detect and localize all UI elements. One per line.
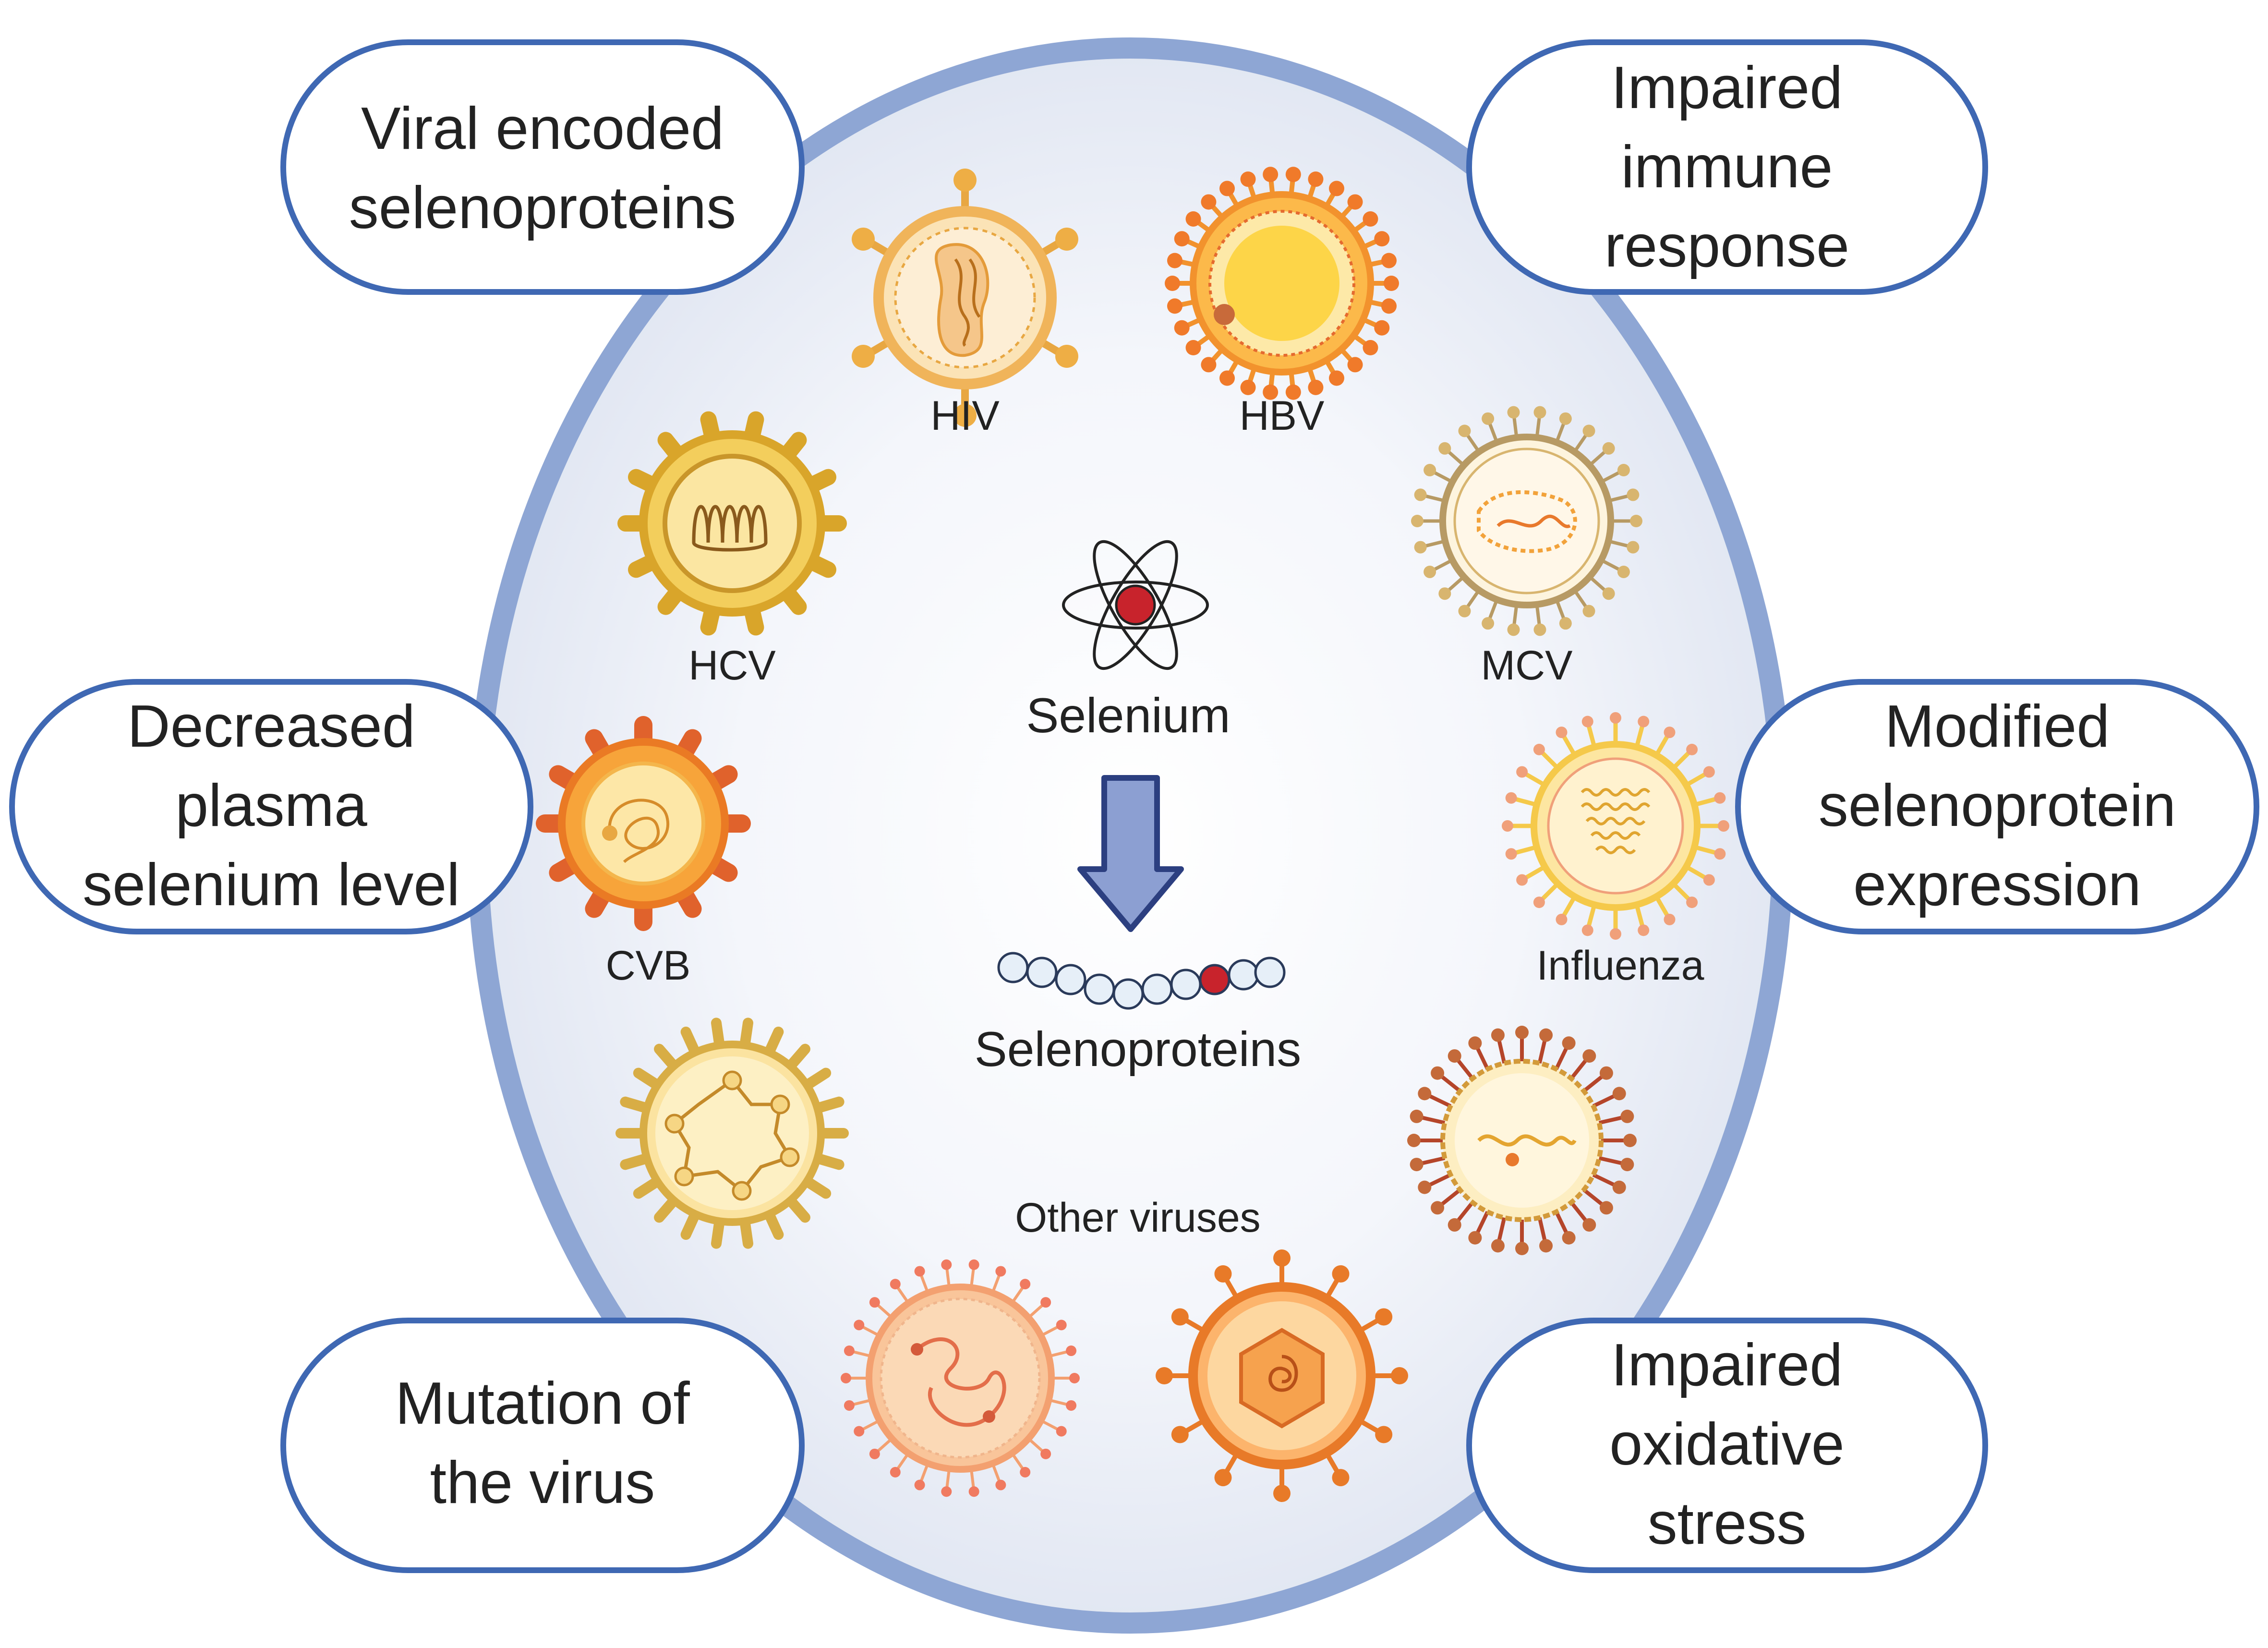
other-virus-4-icon [1156,1249,1408,1502]
outcome-viral-encoded: Viral encoded selenoproteins [280,39,805,295]
outcome-impaired-oxidative: Impaired oxidative stress [1466,1318,1988,1573]
other-virus-3-icon [841,1259,1080,1497]
mcv-virus-icon [1411,406,1642,636]
atom-icon [1062,540,1209,670]
cvb-label: CVB [606,943,691,989]
cvb-virus-icon [536,716,751,931]
outcome-mutation: Mutation of the virus [280,1318,805,1573]
outcome-modified-expression-line3: expression [1853,852,2141,918]
hcv-label: HCV [688,642,776,689]
outcome-impaired-oxidative-line1: Impaired [1611,1332,1843,1398]
outcome-modified-expression-line2: selenoprotein [1819,773,2176,839]
other-virus-1-icon [615,1018,849,1249]
outcome-impaired-immune-line2: immune [1621,134,1833,200]
outcome-modified-expression: Modified selenoprotein expression [1735,679,2259,934]
other-viruses-label: Other viruses [1015,1195,1260,1241]
selenium-label: Selenium [1026,688,1230,743]
outcome-impaired-immune-line1: Impaired [1611,55,1843,121]
selenoproteins-label: Selenoproteins [975,1022,1301,1077]
outcome-impaired-oxidative-line2: oxidative [1609,1411,1844,1478]
outcome-impaired-immune: Impaired immune response [1466,39,1988,295]
outcome-decreased-plasma: Decreased plasma selenium level [9,679,533,934]
influenza-label: Influenza [1536,943,1704,989]
outcome-modified-expression-line1: Modified [1885,693,2110,760]
outcome-decreased-plasma-line1: Decreased [127,693,415,760]
hiv-label: HIV [930,393,999,439]
hbv-label: HBV [1240,393,1325,439]
influenza-virus-icon [1502,712,1729,940]
outcome-impaired-immune-line3: response [1604,213,1849,279]
mcv-spikes [1411,406,1642,636]
outcome-viral-encoded-line1: Viral encoded [361,96,724,162]
outcome-decreased-plasma-line2: plasma [175,773,367,839]
other-virus-2-icon [1407,1026,1637,1255]
outcome-mutation-line1: Mutation of [395,1370,690,1437]
outcome-viral-encoded-line2: selenoproteins [349,175,736,241]
hbv-virus-icon [1165,167,1399,400]
outcome-mutation-line2: the virus [430,1450,655,1516]
outcome-decreased-plasma-line3: selenium level [83,852,460,918]
outcome-impaired-oxidative-line3: stress [1648,1490,1807,1557]
other-virus-2-spikes [1407,1026,1637,1255]
down-arrow-icon [1077,775,1184,932]
hcv-virus-icon [617,411,847,636]
hiv-virus-icon [852,169,1078,427]
protein-chain-icon [997,952,1286,1010]
mcv-label: MCV [1481,642,1572,689]
